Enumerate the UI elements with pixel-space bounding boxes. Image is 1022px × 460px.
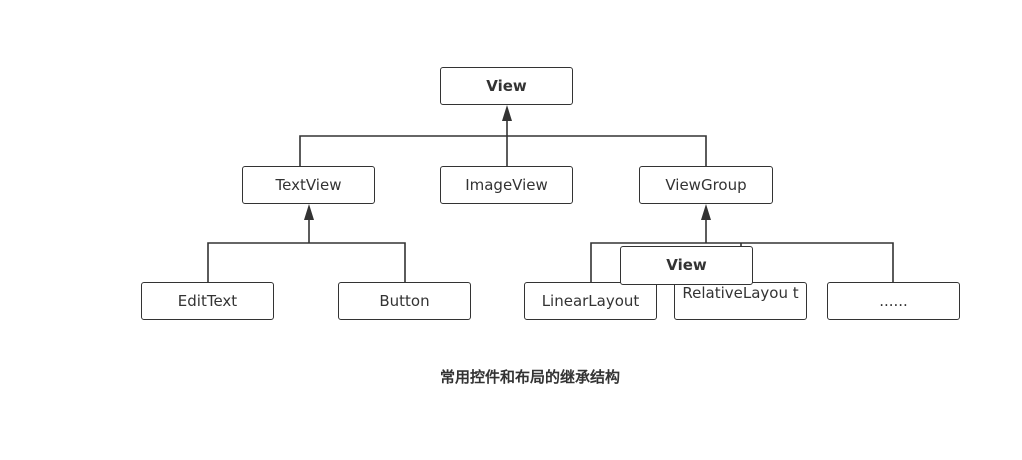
- connector-textview-branches: [207, 242, 406, 282]
- node-textview: TextView: [242, 166, 375, 204]
- node-button: Button: [338, 282, 471, 320]
- node-imageview: ImageView: [440, 166, 573, 204]
- node-edittext: EditText: [141, 282, 274, 320]
- node-view-root: View: [440, 67, 573, 105]
- arrowhead-view: [502, 105, 512, 121]
- node-linearlayout: LinearLayout: [524, 282, 657, 320]
- connector-view-branches: [299, 135, 707, 166]
- node-view-overlay: View: [620, 246, 753, 285]
- node-relativelayout: RelativeLayou t: [674, 282, 807, 320]
- node-viewgroup: ViewGroup: [639, 166, 773, 204]
- arrowhead-textview: [304, 204, 314, 220]
- node-more: ......: [827, 282, 960, 320]
- connector-viewgroup-branches: [590, 242, 894, 282]
- diagram-caption: 常用控件和布局的继承结构: [439, 368, 620, 386]
- arrowhead-viewgroup: [701, 204, 711, 220]
